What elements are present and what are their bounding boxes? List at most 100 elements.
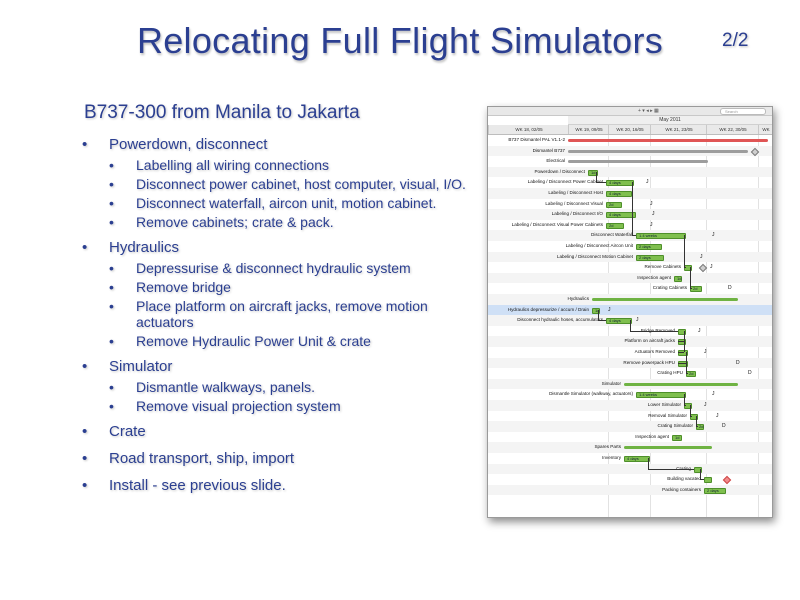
sub-bullet-text: Disconnect waterfall, aircon unit, motio… (136, 195, 437, 211)
task-duration: 1.4 weeks (639, 392, 658, 398)
gantt-task-row[interactable]: Hydraulics (488, 294, 772, 305)
task-bar[interactable]: 1d (672, 434, 682, 441)
task-bar[interactable] (684, 265, 692, 272)
task-bar[interactable]: 1d (592, 307, 600, 314)
dependency-line (684, 341, 685, 352)
milestone-diamond[interactable] (722, 475, 732, 485)
task-bar[interactable] (694, 466, 702, 473)
gantt-task-row[interactable]: Spares Parts (488, 442, 772, 453)
milestone-diamond[interactable] (698, 263, 708, 273)
week-label: WK (758, 125, 772, 134)
task-bar[interactable] (678, 339, 686, 346)
search-input[interactable]: Search (720, 108, 766, 115)
task-duration: 1d (595, 308, 599, 314)
task-bar[interactable] (678, 328, 686, 335)
gantt-task-row[interactable]: Dismantle Simulator (walkway, actuators)… (488, 389, 772, 400)
gantt-task-row[interactable]: Hydraulics depressurize / accum / Drain1… (488, 304, 772, 316)
task-bar[interactable] (624, 446, 712, 450)
task-bar[interactable]: 4 days (606, 191, 632, 197)
task-label: B737 Dismantel PAL V1.1-2 (508, 137, 565, 142)
task-bar[interactable]: 2d (696, 424, 704, 431)
sub-bullet-text: Remove bridge (136, 279, 231, 295)
task-bar[interactable] (678, 360, 688, 367)
sub-bullet-item: •Remove bridge (84, 279, 484, 295)
task-bar[interactable] (592, 298, 738, 301)
task-bar[interactable] (568, 160, 708, 164)
task-resource-initial: J (712, 391, 715, 398)
task-bar[interactable]: 1d (674, 275, 682, 282)
task-bar[interactable] (568, 139, 768, 142)
task-bar[interactable] (690, 413, 698, 420)
task-bar[interactable] (704, 477, 712, 484)
task-label: Labeling / Disconnect Visual (545, 200, 603, 206)
task-bar[interactable]: 2 days (704, 487, 726, 494)
task-bar[interactable]: 4 days (606, 180, 634, 187)
task-bar[interactable]: 2d (686, 371, 696, 378)
dependency-line (686, 362, 687, 374)
gantt-task-row[interactable]: Simulator (488, 378, 772, 390)
grid-line (650, 135, 651, 517)
task-bar[interactable] (684, 403, 692, 409)
bullet-dot: • (82, 358, 88, 375)
task-bar[interactable]: 1.4 weeks (636, 392, 686, 399)
gantt-task-row[interactable]: Labeling / Disconnect Visual Power Cabin… (488, 220, 772, 231)
milestone-diamond[interactable] (750, 147, 760, 156)
dependency-line (684, 267, 686, 269)
dependency-line (598, 309, 599, 321)
bullet-dot: • (82, 477, 88, 494)
toolbar-icons[interactable]: + ▾ ◂ ▸ ▦ (638, 108, 659, 114)
task-bar[interactable]: 2d (606, 201, 622, 208)
task-duration: 2 days (639, 244, 651, 249)
week-label: WK 22, 30/05 (706, 125, 759, 134)
task-bar[interactable]: 4 days (624, 456, 650, 462)
dependency-line (596, 182, 606, 184)
gantt-task-row[interactable]: Crating (488, 463, 772, 475)
bullet-dot: • (109, 379, 114, 395)
gantt-task-row[interactable]: Building vacated (488, 474, 772, 485)
bullet-dot: • (82, 239, 88, 256)
task-bar[interactable]: 4 days (606, 318, 632, 325)
gantt-task-row[interactable]: Platform on aircraft jacks (488, 336, 772, 347)
task-bar[interactable] (624, 382, 738, 386)
dependency-line (696, 426, 698, 428)
gantt-task-row[interactable]: Electrical (488, 156, 772, 167)
gantt-task-row[interactable]: Dismantel B737 (488, 145, 772, 157)
task-bar[interactable]: 2 days (636, 254, 664, 261)
week-label: WK 20, 16/05 (608, 125, 651, 134)
task-duration: 2d (689, 371, 694, 377)
task-bar[interactable]: 1.4 weeks (636, 233, 686, 240)
task-resource-initial: J (704, 349, 707, 355)
task-bar[interactable]: 4 days (606, 212, 636, 219)
task-bar[interactable]: 2 days (636, 244, 662, 250)
task-bar[interactable] (568, 149, 748, 153)
task-resource-initial: J (700, 253, 703, 260)
task-bar[interactable]: 1d (588, 169, 598, 176)
task-resource-initial: J (710, 264, 713, 271)
task-bar[interactable]: 2d (690, 286, 702, 293)
task-bar[interactable] (678, 350, 688, 356)
task-bar[interactable]: 2d (606, 222, 624, 229)
task-label: Dismantle Simulator (walkway, actuators) (549, 391, 633, 397)
gantt-task-row[interactable]: B737 Dismantel PAL V1.1-2 (488, 135, 772, 146)
